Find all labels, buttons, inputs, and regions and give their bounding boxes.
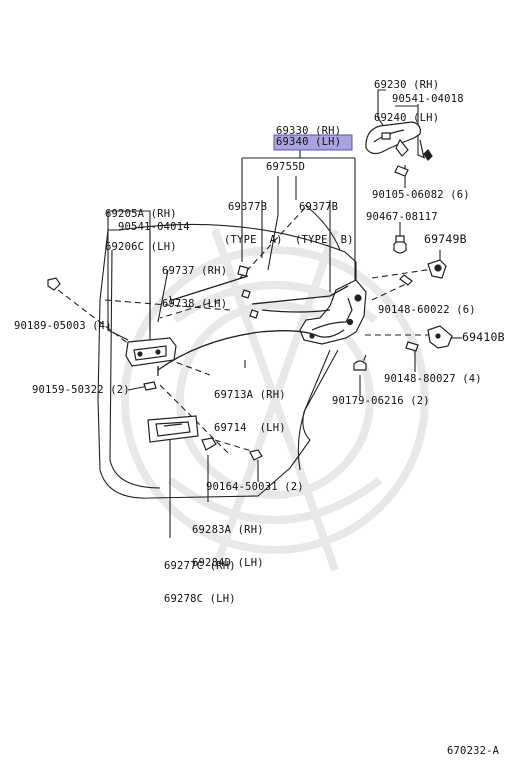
- label-90148-60022[interactable]: 90148-60022 (6): [378, 304, 476, 316]
- label-90541-04014[interactable]: 90541-04014: [118, 221, 190, 233]
- label-69755d[interactable]: 69755D: [266, 161, 306, 173]
- label-69410b[interactable]: 69410B: [462, 330, 505, 344]
- label-69240-lh: 69240 (LH): [374, 112, 440, 124]
- label-90164-50031[interactable]: 90164-50031 (2): [206, 481, 304, 493]
- label-90189-05003[interactable]: 90189-05003 (4): [14, 320, 112, 332]
- screw-parts: [394, 150, 432, 253]
- label-90467-08117[interactable]: 90467-08117: [366, 211, 438, 223]
- label-69377b-type-a[interactable]: 69377B (TYPE A): [224, 180, 283, 268]
- inside-handle-part-69205: [126, 338, 176, 366]
- label-69377b-type-b[interactable]: 69377B (TYPE B): [295, 180, 354, 268]
- screw-90148-60022: [400, 275, 412, 285]
- label-69206c-lh: 69206C (LH): [105, 241, 177, 253]
- clip-part-69749: [428, 260, 446, 278]
- label-69278c-lh: 69278C (LH): [164, 593, 236, 605]
- link-rod-69755: [252, 286, 348, 304]
- label-69749b[interactable]: 69749B: [424, 232, 467, 246]
- plug-69283: [202, 438, 216, 450]
- screw-90179: [354, 361, 366, 370]
- label-type-b: (TYPE B): [295, 234, 354, 246]
- door-panel-outline: [98, 224, 356, 498]
- highlight-box: [274, 135, 352, 150]
- screw-90148-80027: [406, 342, 418, 351]
- label-90148-80027[interactable]: 90148-80027 (4): [384, 373, 482, 385]
- label-69205a[interactable]: 69205A (RH) 69206C (LH): [105, 187, 177, 275]
- lock-rod-69737: [172, 276, 248, 300]
- label-69714-lh: 69714 (LH): [214, 422, 286, 434]
- clip-90189: [48, 278, 60, 290]
- label-69283a-rh: 69283A (RH): [192, 524, 264, 536]
- inside-handle-bezel-part: [148, 416, 198, 442]
- label-69340[interactable]: 69340 (LH): [276, 136, 342, 148]
- lock-part-69410: [428, 326, 452, 348]
- screw-90159: [144, 382, 156, 390]
- watermark-emblem: [125, 230, 425, 570]
- label-69277c[interactable]: 69277C (RH) 69278C (LH): [164, 539, 236, 627]
- diagram-id: 670232-A: [447, 745, 500, 757]
- label-90541-04018[interactable]: 90541-04018: [392, 93, 464, 105]
- label-90179-06216[interactable]: 90179-06216 (2): [332, 395, 430, 407]
- label-69330[interactable]: 69330 (RH): [276, 125, 342, 137]
- label-69377b-a-part: 69377B: [228, 201, 268, 213]
- outside-handle-part: [366, 122, 424, 158]
- label-69230-rh: 69230 (RH): [374, 79, 440, 91]
- label-69277c-rh: 69277C (RH): [164, 560, 236, 572]
- door-inner-outline: [110, 205, 340, 488]
- label-69205a-rh: 69205A (RH): [105, 208, 177, 220]
- cable-69713: [158, 330, 344, 370]
- label-90105-06082[interactable]: 90105-06082 (6): [372, 189, 470, 201]
- label-69283a[interactable]: 69283A (RH) 69284D (LH): [192, 503, 264, 591]
- label-69713a-rh: 69713A (RH): [214, 389, 286, 401]
- clip-90164: [250, 450, 262, 460]
- label-69230[interactable]: 69230 (RH) 69240 (LH): [374, 58, 439, 146]
- label-69377b-b-part: 69377B: [299, 201, 339, 213]
- label-69737-rh: 69737 (RH): [162, 265, 228, 277]
- lock-knob-parts: [238, 266, 258, 318]
- label-69713a[interactable]: 69713A (RH) 69714 (LH): [214, 368, 286, 456]
- label-type-a: (TYPE A): [224, 234, 283, 246]
- label-69284d-lh: 69284D (LH): [192, 557, 264, 569]
- door-lock-assembly-part: [300, 280, 366, 344]
- label-69738-lh: 69738 (LH): [162, 298, 228, 310]
- label-90159-50322[interactable]: 90159-50322 (2): [32, 384, 130, 396]
- label-69737[interactable]: 69737 (RH) 69738 (LH): [162, 244, 227, 332]
